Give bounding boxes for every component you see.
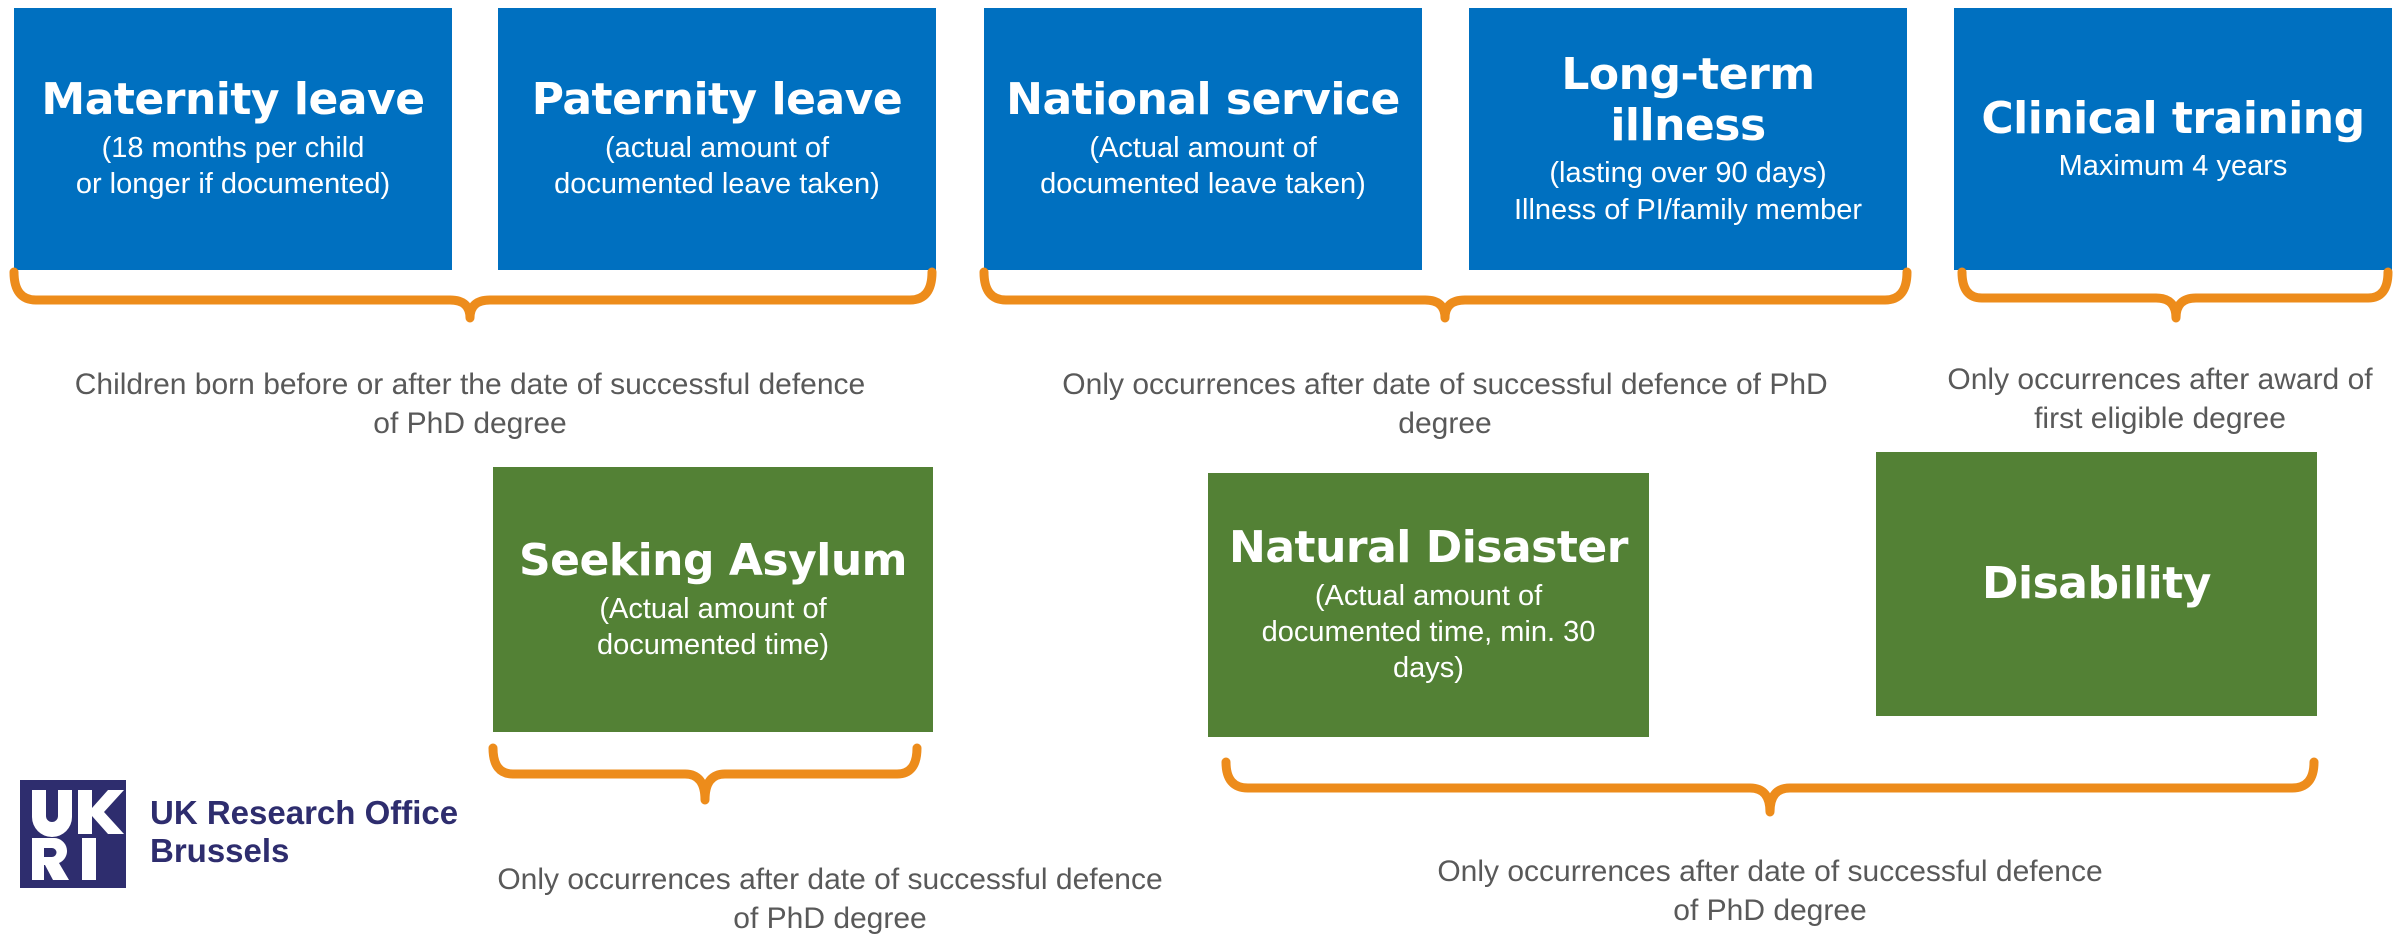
disaster-disability-bracket	[1221, 757, 2319, 817]
disability-title: Disability	[1982, 557, 2211, 609]
service-illness-caption: Only occurrences after date of successfu…	[1062, 368, 1828, 440]
maternity-leave-detail: (18 months per child or longer if docume…	[75, 132, 391, 201]
seeking-asylum-title: Seeking Asylum	[518, 534, 908, 586]
seeking-asylum-box: Seeking Asylum (Actual amount of documen…	[493, 467, 933, 732]
seeking-asylum-detail: (Actual amount of documented time)	[596, 592, 830, 661]
asylum-caption: Only occurrences after date of successfu…	[497, 863, 1163, 935]
ukri-logo-text: UK Research Office Brussels	[150, 794, 459, 869]
national-service-detail: (Actual amount of documented leave taken…	[1040, 132, 1366, 201]
disaster-disability-caption: Only occurrences after date of successfu…	[1437, 855, 2103, 927]
paternity-leave-detail: (actual amount of documented leave taken…	[554, 132, 880, 201]
natural-disaster-title: Natural Disaster	[1229, 522, 1628, 574]
maternity-leave-title: Maternity leave	[41, 74, 425, 126]
maternity-leave-box: Maternity leave (18 months per child or …	[14, 8, 452, 270]
natural-disaster-detail: (Actual amount of documented time, min. …	[1261, 579, 1596, 685]
long-term-illness-title: Long-term illness	[1561, 49, 1815, 151]
leave-bracket	[9, 267, 937, 323]
natural-disaster-box: Natural Disaster (Actual amount of docum…	[1208, 473, 1649, 737]
clinical-caption: Only occurrences after award of first el…	[1947, 363, 2373, 435]
national-service-title: National service	[1006, 74, 1400, 126]
disability-box: Disability	[1876, 452, 2317, 716]
service-illness-bracket	[979, 267, 1912, 323]
clinical-training-box: Clinical training Maximum 4 years	[1954, 8, 2392, 270]
ukri-logo-icon	[20, 780, 126, 888]
long-term-illness-box: Long-term illness (lasting over 90 days)…	[1469, 8, 1907, 270]
national-service-box: National service (Actual amount of docum…	[984, 8, 1422, 270]
clinical-training-detail: Maximum 4 years	[2058, 150, 2288, 183]
clinical-bracket	[1957, 267, 2393, 323]
asylum-bracket	[488, 743, 922, 805]
long-term-illness-detail: (lasting over 90 days) Illness of PI/fam…	[1513, 157, 1863, 226]
paternity-leave-box: Paternity leave (actual amount of docume…	[498, 8, 936, 270]
paternity-leave-title: Paternity leave	[531, 74, 903, 126]
clinical-training-title: Clinical training	[1981, 92, 2365, 144]
leave-caption: Children born before or after the date o…	[74, 368, 866, 440]
